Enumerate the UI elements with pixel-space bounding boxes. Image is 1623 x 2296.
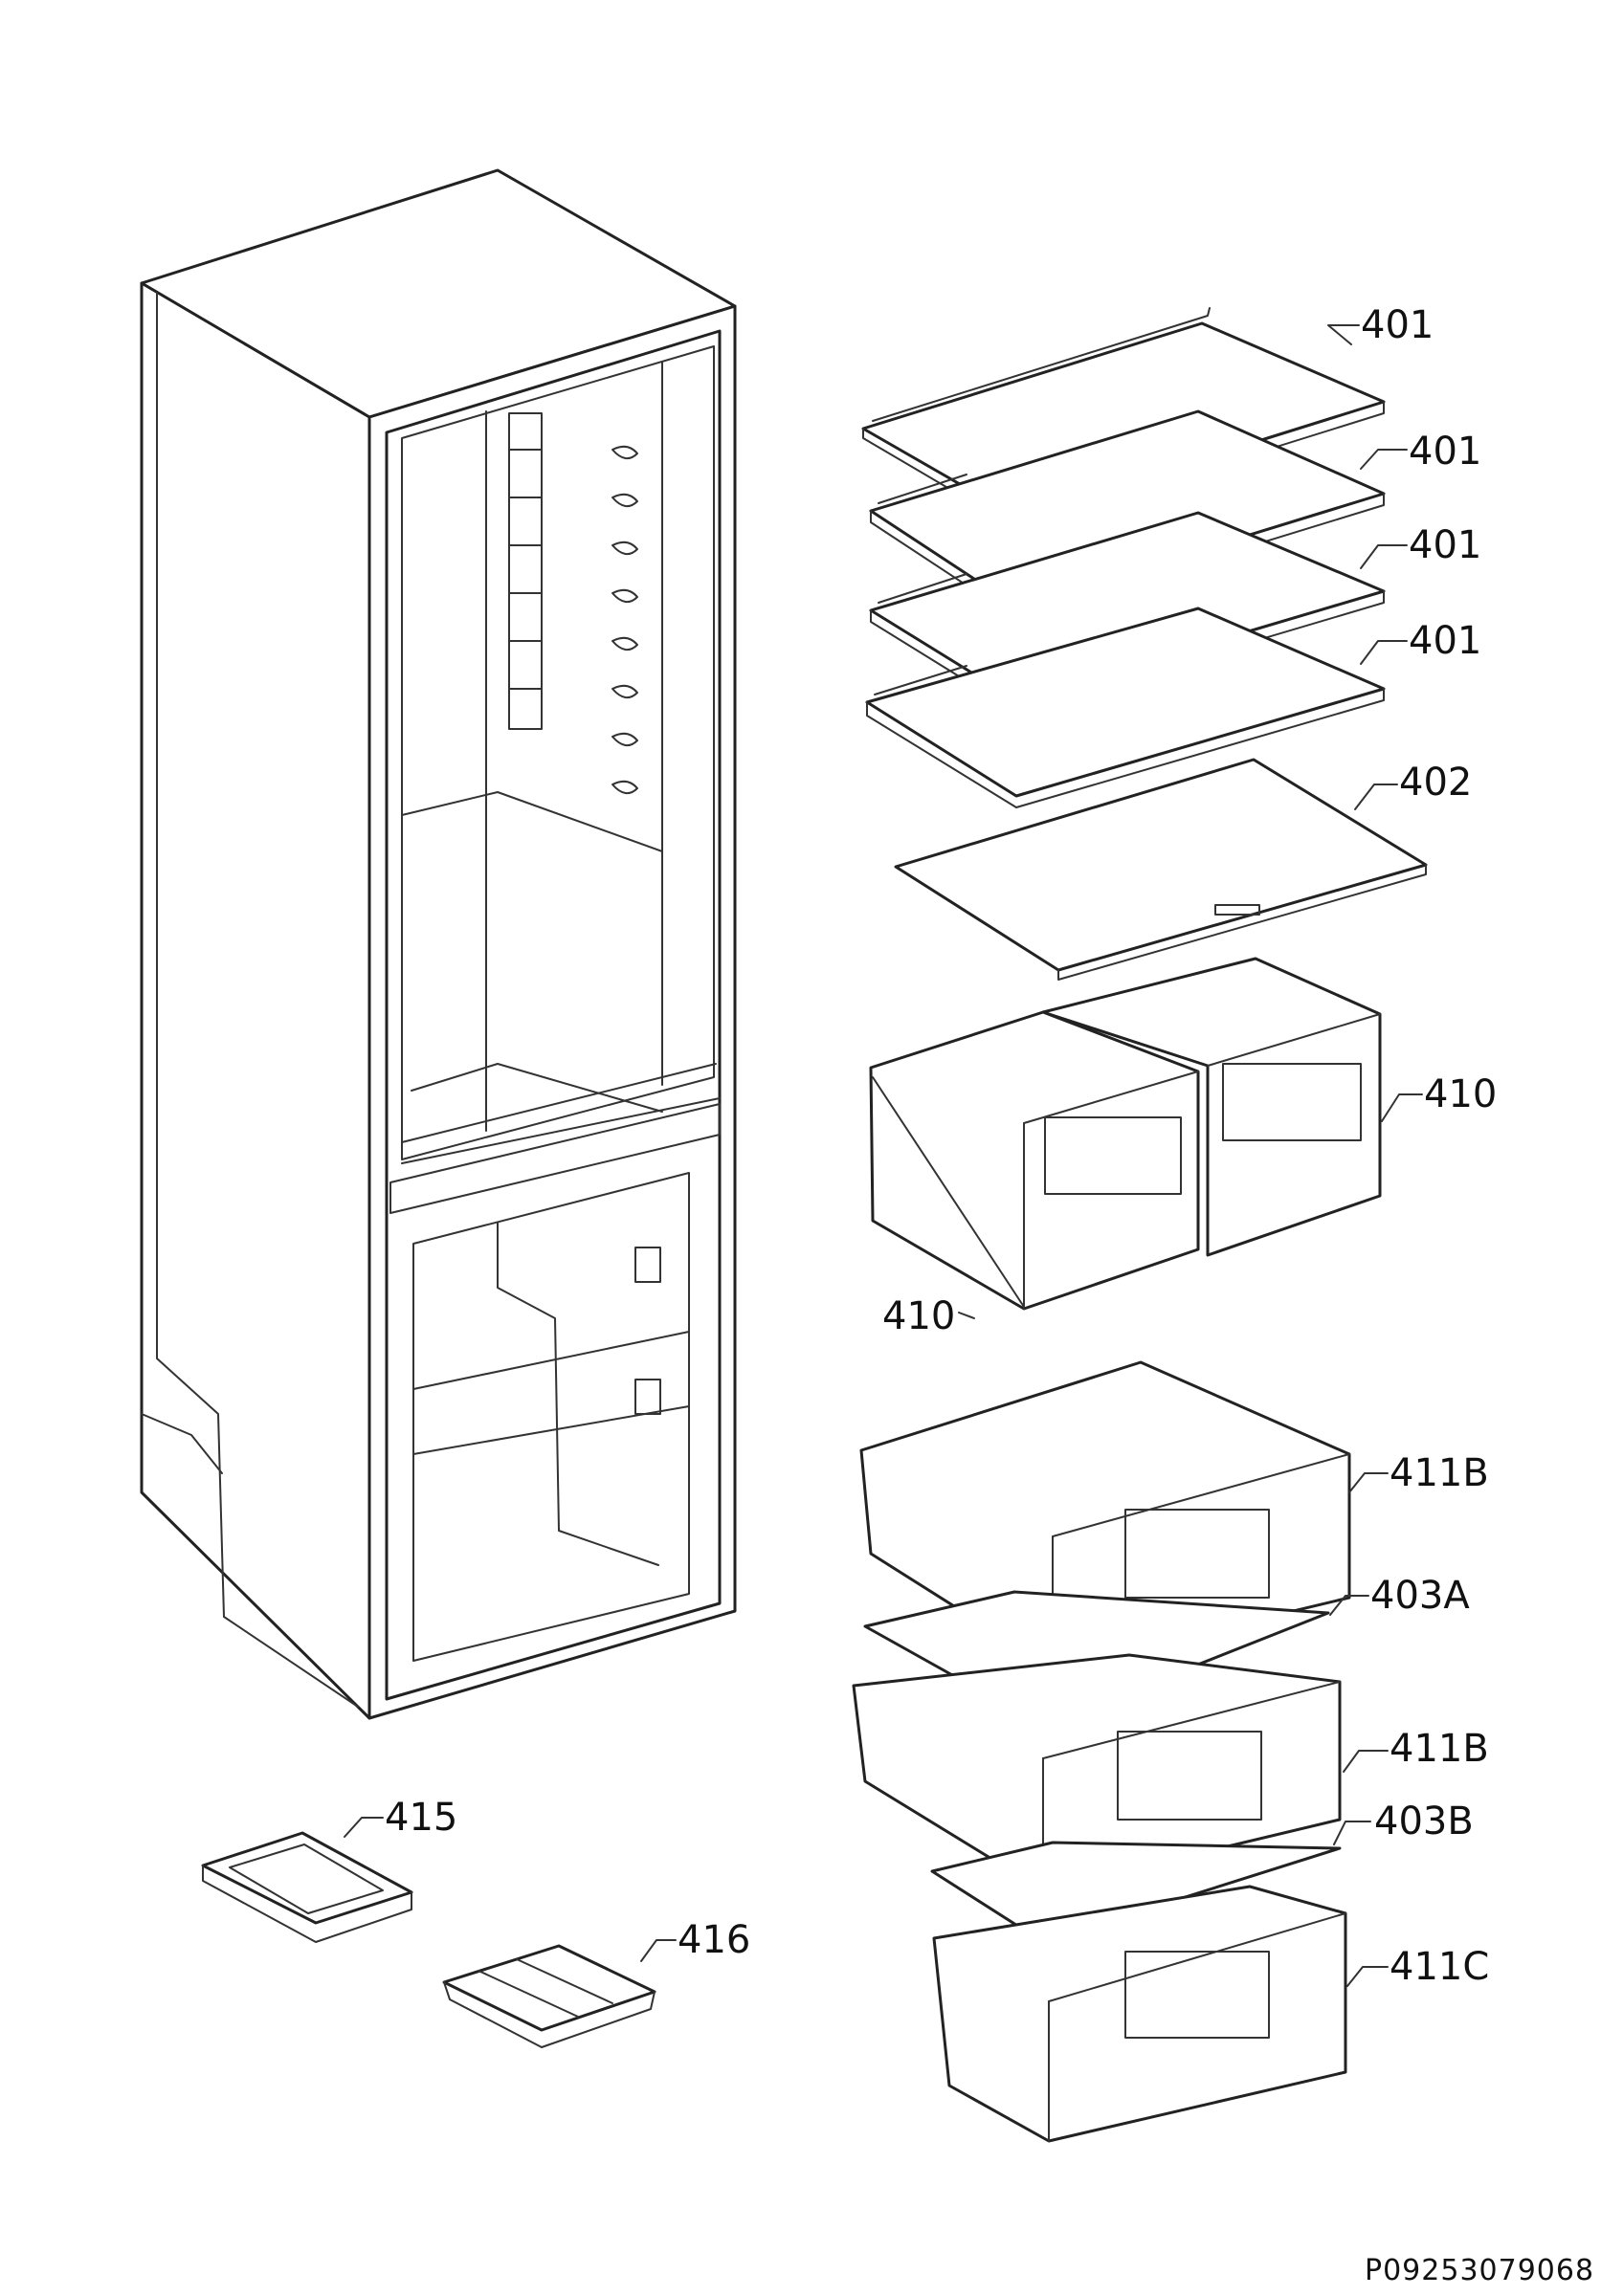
callout-label-411b-top: 411B [1390, 1451, 1489, 1495]
drawer-glass-403b [930, 1841, 1342, 1944]
callout-label-401-shelf-1: 401 [1361, 303, 1434, 347]
crisper-drawer-410-left [869, 1010, 1200, 1311]
callout-label-410-left: 410 [882, 1294, 956, 1338]
callout-label-416: 416 [678, 1918, 751, 1962]
callout-label-402: 402 [1399, 761, 1473, 805]
callout-label-411c: 411C [1390, 1945, 1490, 1989]
glass-shelf-401-4 [865, 607, 1386, 808]
freezer-drawer-411b-middle [852, 1653, 1342, 1892]
freezer-drawer-411c-bottom [932, 1885, 1347, 2143]
refrigerator-cabinet [140, 168, 737, 1720]
callout-label-411b-middle: 411B [1390, 1727, 1489, 1771]
callout-label-415: 415 [385, 1796, 458, 1840]
callout-label-401-shelf-2: 401 [1409, 430, 1482, 474]
ice-tray-416 [442, 1944, 656, 2048]
callout-label-401-shelf-3: 401 [1409, 523, 1482, 567]
callout-label-403a: 403A [1370, 1574, 1470, 1618]
document-number: P09253079068 [1365, 2254, 1595, 2287]
callout-label-401-shelf-4: 401 [1409, 619, 1482, 663]
callout-label-410-right: 410 [1424, 1072, 1498, 1116]
crisper-drawer-410-right [1041, 957, 1382, 1257]
ice-tray-cover-415 [201, 1831, 413, 1943]
callout-leader-lines [344, 324, 1423, 1987]
crisper-cover-shelf-402 [894, 758, 1428, 981]
callout-label-403b: 403B [1374, 1799, 1474, 1843]
